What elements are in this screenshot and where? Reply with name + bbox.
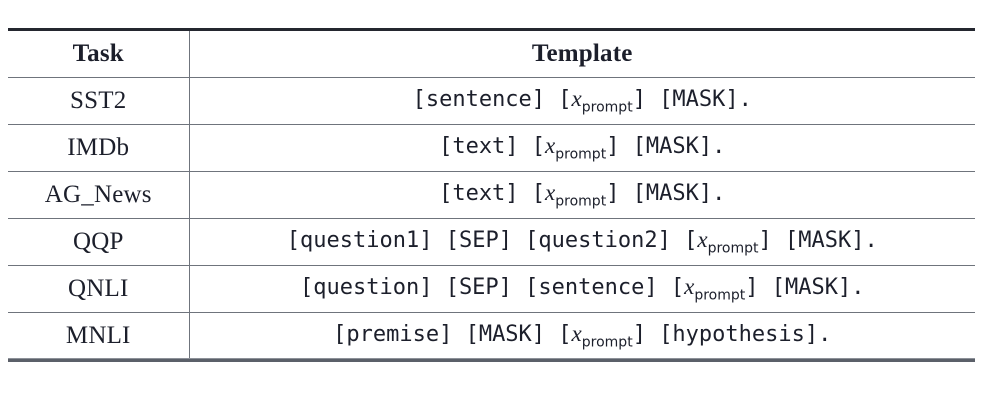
table-row: AG_News [text] [xprompt] [MASK]. [8, 171, 975, 219]
template-segment: [sentence] [412, 87, 559, 113]
x-prompt-subscript: prompt [581, 334, 633, 351]
table-row: MNLI [premise] [MASK] [xprompt] [hypothe… [8, 312, 975, 360]
template-segment: ] [758, 228, 786, 254]
x-prompt-subscript: prompt [581, 99, 633, 116]
template-segment: ] [632, 322, 660, 348]
x-prompt-subscript: prompt [694, 287, 746, 304]
template-table-container: Task Template SST2 [sentence] [xprompt] … [8, 28, 975, 362]
template-segment: [MASK]. [632, 181, 726, 207]
task-name-cell: QNLI [8, 265, 190, 313]
template-segment: [text] [439, 181, 532, 207]
x-prompt-variable: x [545, 133, 556, 159]
task-name-cell: AG_News [8, 171, 190, 219]
template-cell: [sentence] [xprompt] [MASK]. [189, 77, 975, 125]
x-prompt-variable: x [684, 274, 695, 300]
x-prompt-variable: x [545, 180, 556, 206]
table-row: IMDb [text] [xprompt] [MASK]. [8, 124, 975, 172]
task-name-cell: SST2 [8, 77, 190, 125]
x-prompt-variable: x [697, 227, 708, 253]
template-segment: [question1] [SEP] [question2] [286, 228, 685, 254]
template-cell: [text] [xprompt] [MASK]. [189, 171, 975, 219]
table-bottomrule [8, 359, 975, 362]
template-cell: [premise] [MASK] [xprompt] [hypothesis]. [189, 313, 975, 360]
header-row: Task Template [8, 31, 975, 78]
table-header: Task Template [8, 31, 975, 78]
template-segment: [text] [439, 134, 532, 160]
template-segment: [ [558, 322, 572, 348]
x-prompt-variable: x [571, 321, 582, 347]
template-segment: [ [531, 181, 546, 207]
x-prompt-variable: x [571, 86, 582, 112]
template-segment: [ [531, 134, 546, 160]
template-segment: [hypothesis]. [659, 322, 832, 348]
task-name-cell: QQP [8, 218, 190, 266]
template-segment: [ [558, 87, 572, 113]
task-template-table: Task Template SST2 [sentence] [xprompt] … [8, 31, 975, 359]
template-cell: [text] [xprompt] [MASK]. [189, 124, 975, 172]
template-cell: [question] [SEP] [sentence] [xprompt] [M… [189, 265, 975, 313]
task-name-cell: MNLI [8, 312, 190, 359]
table-toprule [8, 28, 975, 31]
template-segment: ] [632, 87, 660, 113]
table-body: SST2 [sentence] [xprompt] [MASK]. IMDb [… [8, 77, 975, 360]
template-segment: [ [684, 228, 698, 254]
table-row: QNLI [question] [SEP] [sentence] [xpromp… [8, 265, 975, 313]
table-row: QQP [question1] [SEP] [question2] [xprom… [8, 218, 975, 266]
template-segment: [premise] [MASK] [333, 322, 559, 348]
table-row: SST2 [sentence] [xprompt] [MASK]. [8, 77, 975, 125]
template-segment: ] [606, 181, 633, 207]
template-segment: [MASK]. [771, 275, 865, 301]
template-segment: [question] [SEP] [sentence] [300, 275, 671, 301]
template-segment: ] [606, 134, 633, 160]
template-segment: [ [670, 275, 685, 301]
task-name-cell: IMDb [8, 124, 190, 172]
x-prompt-subscript: prompt [555, 193, 607, 210]
column-header-task: Task [8, 31, 190, 78]
column-header-template: Template [189, 31, 975, 78]
template-segment: [MASK]. [785, 228, 878, 254]
template-segment: [MASK]. [632, 134, 726, 160]
template-segment: ] [745, 275, 772, 301]
x-prompt-subscript: prompt [555, 146, 607, 163]
template-cell: [question1] [SEP] [question2] [xprompt] … [189, 218, 975, 266]
template-segment: [MASK]. [659, 87, 752, 113]
x-prompt-subscript: prompt [707, 240, 759, 257]
